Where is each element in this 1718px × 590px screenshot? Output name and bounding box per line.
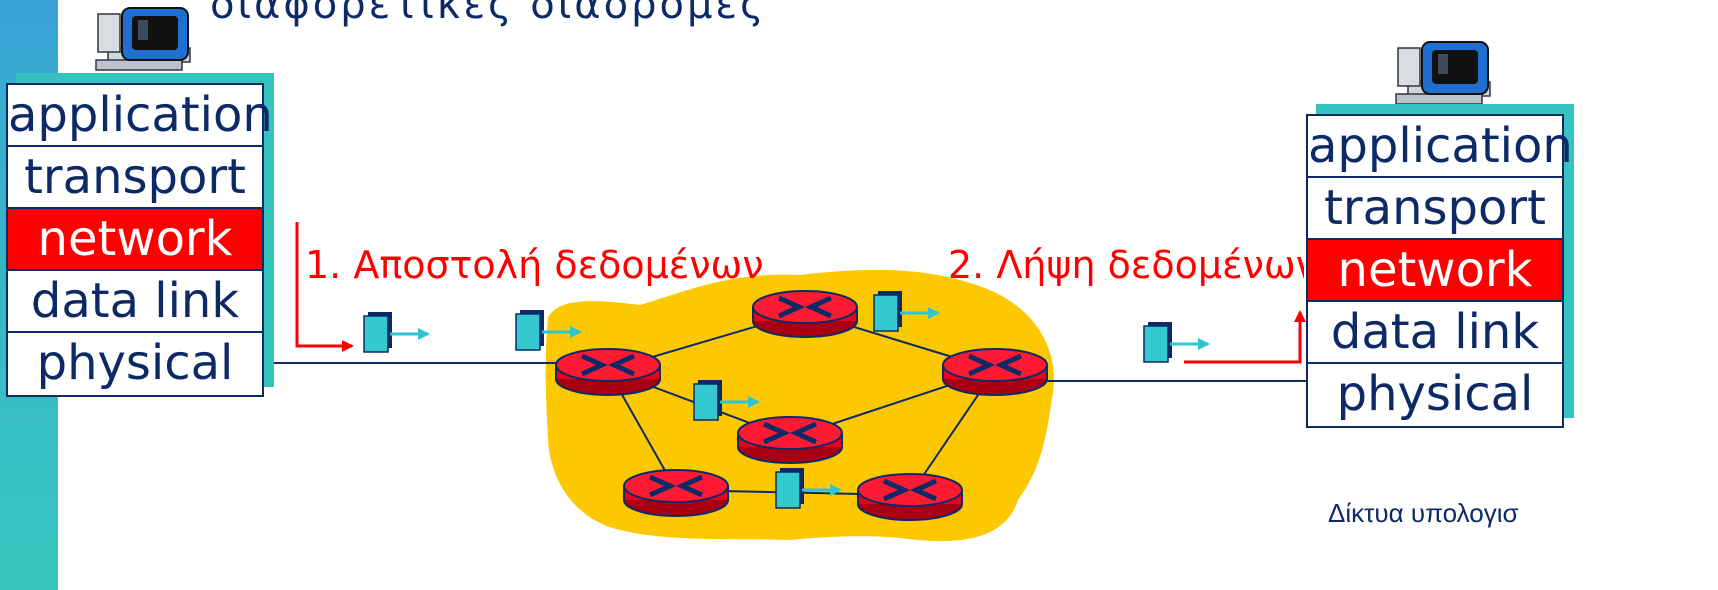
receiver-layer-transport: transport xyxy=(1308,178,1562,240)
receive-data-label: 2. Λήψη δεδομένων xyxy=(948,243,1304,287)
sender-computer-icon xyxy=(95,7,191,71)
packet-1 xyxy=(364,312,428,352)
receiver-layer-physical: physical xyxy=(1336,366,1534,422)
router-ingress xyxy=(556,349,660,395)
router-top xyxy=(753,291,857,337)
slide-title: διαφορετικές διαδρομές xyxy=(210,0,767,28)
router-bottom-left xyxy=(624,470,728,516)
router-middle xyxy=(738,417,842,463)
receive-arrow xyxy=(1184,310,1306,364)
receiver-layer-application: application xyxy=(1308,116,1573,178)
receive-label-clip: 2. Λήψη δεδομένων xyxy=(948,243,1304,287)
receiver-layer-network: network xyxy=(1308,240,1562,302)
receiver-computer-icon xyxy=(1395,41,1491,105)
sender-protocol-stack: application transport network data link … xyxy=(6,83,273,397)
router-bottom-right xyxy=(858,474,962,520)
packet-6 xyxy=(1144,322,1208,362)
sender-layer-physical: physical xyxy=(36,335,234,391)
send-data-label: 1. Αποστολή δεδομένων xyxy=(305,243,764,287)
slide-footer: Δίκτυα υπολογισ xyxy=(1328,498,1519,528)
sender-layer-network: network xyxy=(8,209,262,271)
router-egress xyxy=(943,349,1047,395)
receiver-protocol-stack: application transport network data link … xyxy=(1306,114,1573,428)
receiver-layer-data-link: data link xyxy=(1308,302,1562,364)
sender-layer-data-link: data link xyxy=(8,271,262,333)
sender-layer-transport: transport xyxy=(8,147,262,209)
send-arrow xyxy=(295,222,354,352)
sender-layer-application: application xyxy=(8,85,273,147)
